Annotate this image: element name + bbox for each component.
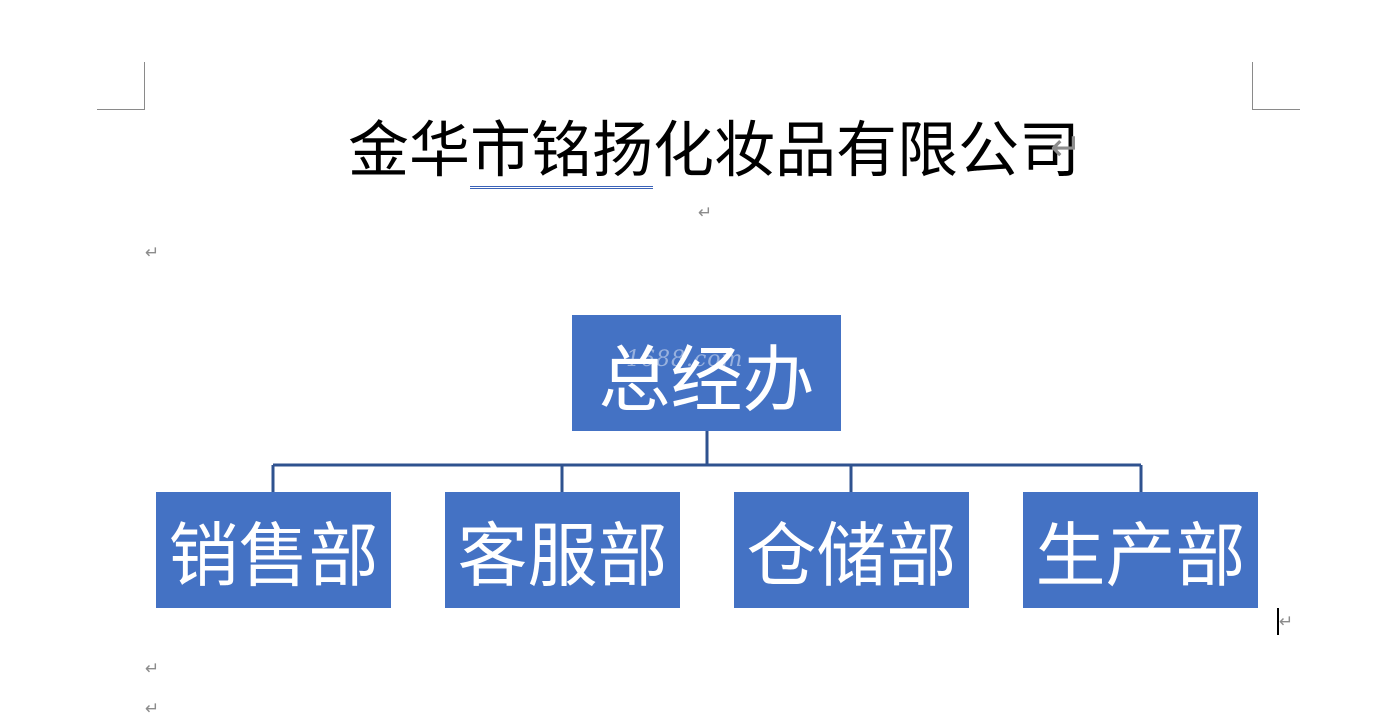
org-node-label: 仓储部 (746, 514, 957, 597)
org-node-label: 生产部 (1035, 514, 1246, 597)
paragraph-mark: ↵ (145, 243, 160, 263)
org-node-sales[interactable]: 销售部 (156, 492, 391, 608)
org-node-label: 销售部 (168, 514, 379, 597)
top-left-margin-mark (97, 62, 145, 110)
paragraph-mark: ↵ (1279, 612, 1294, 632)
title-paragraph-mark: ↵ (1050, 125, 1082, 169)
paragraph-mark: ↵ (145, 699, 160, 719)
org-node-production[interactable]: 生产部 (1023, 492, 1258, 608)
text-cursor (1277, 608, 1279, 635)
org-node-label: 客服部 (457, 514, 668, 597)
title-text-end: 化妆品有限公司 (653, 115, 1081, 186)
watermark: 1688.com (626, 347, 744, 372)
org-node-label: 总经办 (598, 337, 815, 422)
paragraph-mark: ↵ (698, 203, 713, 223)
title-text-underlined: 市铭扬 (470, 115, 654, 189)
document-title[interactable]: 金华市铭扬化妆品有限公司 (348, 114, 1081, 189)
org-node-warehouse[interactable]: 仓储部 (734, 492, 969, 608)
org-node-customer-service[interactable]: 客服部 (445, 492, 680, 608)
paragraph-mark: ↵ (145, 659, 160, 679)
org-node-root[interactable]: 总经办 (572, 315, 841, 431)
title-text-start: 金华 (348, 115, 471, 186)
top-right-margin-mark (1252, 62, 1300, 110)
